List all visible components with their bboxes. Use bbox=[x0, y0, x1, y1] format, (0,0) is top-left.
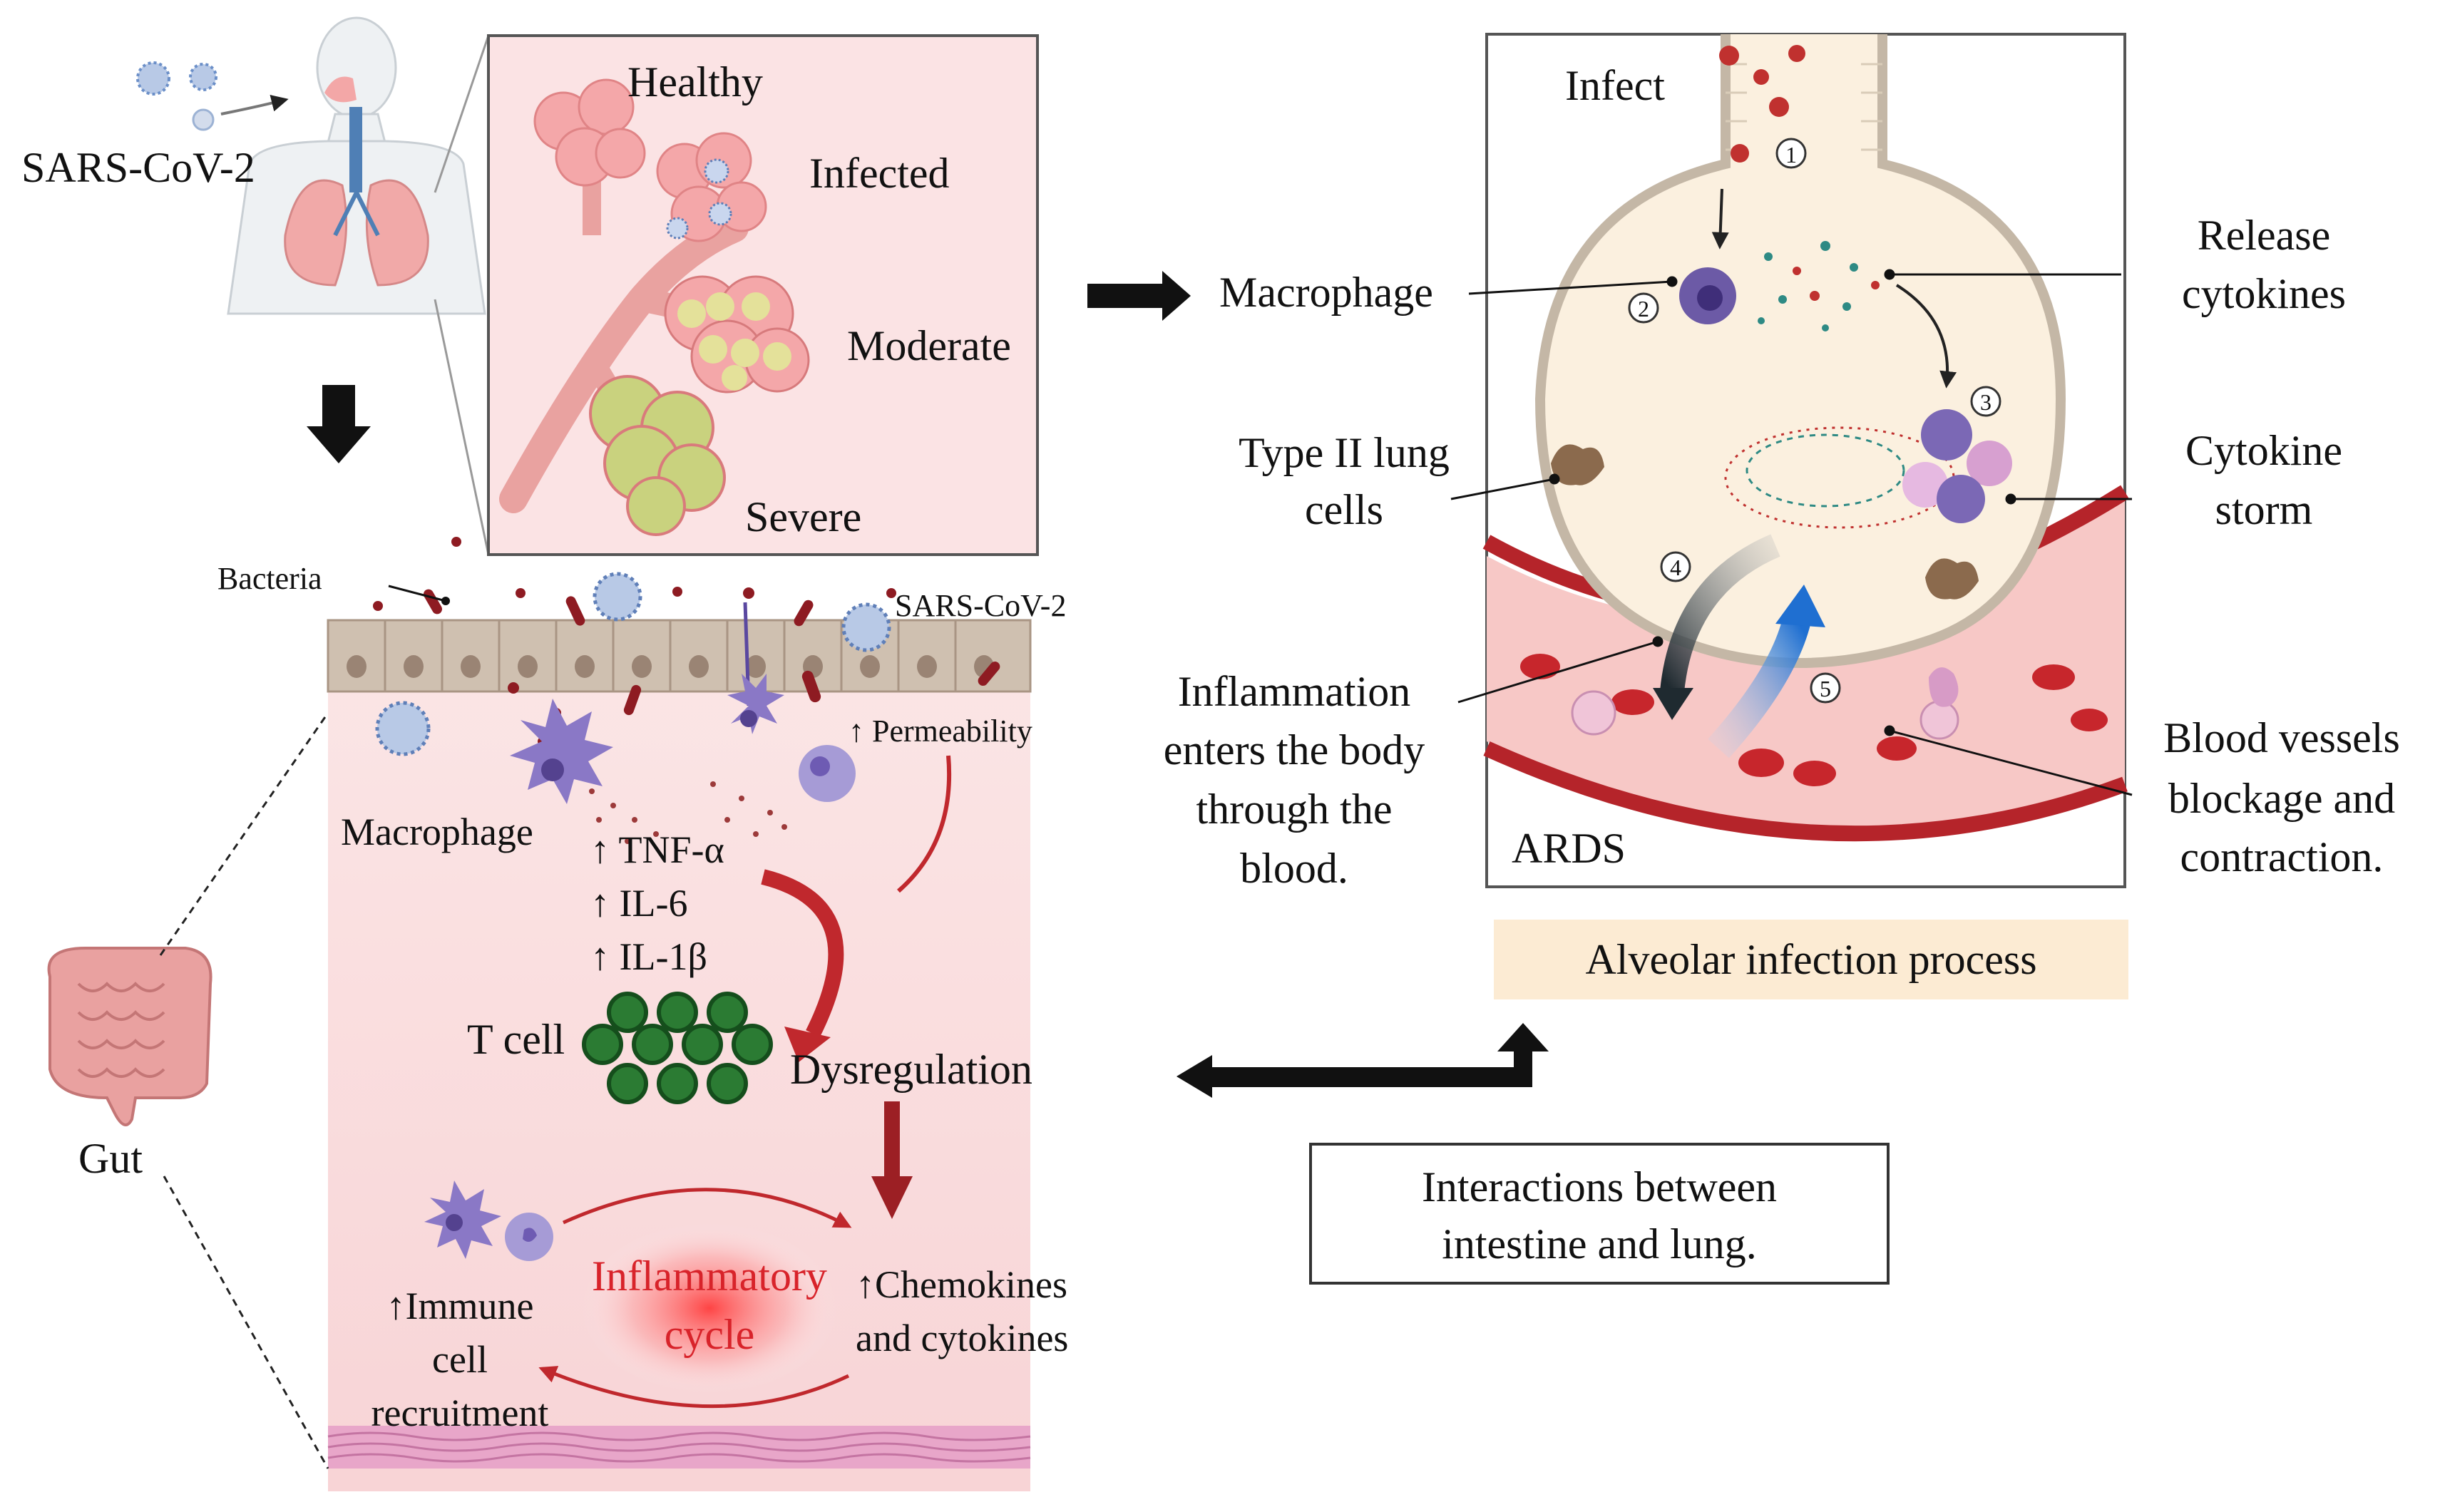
il6-label: ↑ IL-6 bbox=[590, 882, 687, 925]
blood-vessels-line2: blockage and bbox=[2168, 775, 2395, 822]
inflammation-line1: Inflammation bbox=[1178, 668, 1411, 715]
neutrophil-in-vessel bbox=[1929, 667, 1959, 707]
blood-vessels-line3: contraction. bbox=[2180, 833, 2384, 880]
inflammation-line3: through the bbox=[1196, 786, 1393, 833]
permeability-label: ↑ Permeability bbox=[849, 714, 1032, 749]
macrophage-label-gut: Macrophage bbox=[341, 811, 533, 853]
cytokine-storm-line1: Cytokine bbox=[2185, 427, 2342, 474]
red-blood-cells bbox=[1520, 654, 2108, 786]
step-badge-5: 5 bbox=[1810, 672, 1841, 704]
sars-virus-gut bbox=[375, 572, 891, 756]
infect-label: Infect bbox=[1565, 62, 1665, 109]
inflammatory-cycle-line2: cycle bbox=[665, 1311, 755, 1358]
macrophage-label-alveolar: Macrophage bbox=[1219, 269, 1433, 316]
healthy-alveoli bbox=[533, 78, 646, 187]
inflammation-line2: enters the body bbox=[1164, 726, 1425, 773]
release-cytokines-line1: Release bbox=[2198, 212, 2331, 259]
interaction-arrow bbox=[1177, 1023, 1549, 1098]
cytokine-storm-cells bbox=[1724, 409, 2012, 529]
alveolar-caption-text: Alveolar infection process bbox=[1585, 936, 2036, 983]
inflammation-line4: blood. bbox=[1240, 845, 1348, 892]
sars-label-gut: SARS-CoV-2 bbox=[895, 588, 1066, 623]
moderate-alveoli bbox=[664, 275, 810, 394]
tnf-label: ↑ TNF-α bbox=[590, 828, 724, 871]
virus-particles-inhaled bbox=[136, 61, 289, 131]
type2-line2: cells bbox=[1305, 486, 1383, 533]
moderate-label: Moderate bbox=[847, 322, 1011, 369]
interactions-line2: intestine and lung. bbox=[1442, 1220, 1757, 1267]
svg-text:3: 3 bbox=[1980, 389, 1992, 415]
step-badge-3: 3 bbox=[1970, 386, 2001, 417]
alveoli-stages-panel: Healthy Infected Moderate Severe bbox=[434, 34, 1039, 556]
svg-text:5: 5 bbox=[1820, 676, 1831, 701]
cytokine-dots-gut bbox=[589, 781, 787, 844]
immune-cells bbox=[424, 1181, 553, 1261]
monocyte-cell bbox=[799, 745, 856, 802]
dysregulation-label: Dysregulation bbox=[790, 1046, 1032, 1093]
inflammatory-cycle-line1: Inflammatory bbox=[592, 1253, 827, 1300]
immune-line2: cell bbox=[432, 1338, 488, 1381]
interactions-box: Interactions between intestine and lung. bbox=[1309, 1143, 1890, 1285]
immune-line1: ↑Immune bbox=[386, 1285, 534, 1327]
blood-vessels-line1: Blood vessels bbox=[2163, 714, 2400, 761]
step-badge-2: 2 bbox=[1628, 292, 1659, 324]
interactions-line1: Interactions between bbox=[1422, 1163, 1777, 1210]
svg-text:2: 2 bbox=[1638, 296, 1649, 322]
gut-panel bbox=[327, 537, 1032, 1491]
infected-label: Infected bbox=[809, 150, 950, 197]
trachea bbox=[349, 107, 362, 192]
severe-label: Severe bbox=[745, 493, 861, 540]
right-arrow-icon bbox=[1087, 271, 1191, 321]
bacteria-label: Bacteria bbox=[217, 561, 322, 596]
healthy-label: Healthy bbox=[627, 58, 763, 106]
virus-particles bbox=[1719, 45, 1805, 163]
step-badge-4: 4 bbox=[1660, 551, 1691, 582]
release-cytokines-line2: cytokines bbox=[2182, 270, 2346, 317]
type2-line1: Type II lung bbox=[1239, 429, 1450, 476]
cytokine-dots bbox=[1758, 241, 1880, 331]
step-badge-1: 1 bbox=[1775, 138, 1807, 169]
svg-text:4: 4 bbox=[1670, 555, 1681, 580]
il1b-label: ↑ IL-1β bbox=[590, 935, 707, 978]
immune-line3: recruitment bbox=[371, 1392, 549, 1434]
alveolar-caption: Alveolar infection process bbox=[1494, 920, 2128, 999]
intestinal-epithelium bbox=[327, 619, 1032, 693]
tcell-label: T cell bbox=[467, 1016, 565, 1063]
chemokines-line2: and cytokines bbox=[856, 1317, 1068, 1359]
macrophage-gut bbox=[510, 699, 613, 804]
down-arrow-icon bbox=[307, 385, 371, 463]
macrophage-cell bbox=[1679, 267, 1736, 324]
severe-alveoli bbox=[589, 375, 726, 536]
infected-alveoli bbox=[656, 132, 767, 242]
svg-text:1: 1 bbox=[1785, 142, 1797, 168]
dendritic-cell bbox=[727, 602, 784, 734]
t-cell-cluster bbox=[582, 992, 773, 1104]
sars-cov-2-label: SARS-CoV-2 bbox=[21, 144, 255, 191]
chemokines-line1: ↑Chemokines bbox=[856, 1263, 1067, 1306]
ards-label: ARDS bbox=[1512, 825, 1626, 872]
type-ii-cells bbox=[1551, 444, 1979, 600]
human-body-illustration bbox=[227, 16, 486, 315]
cytokine-storm-line2: storm bbox=[2215, 486, 2313, 533]
gut-label: Gut bbox=[78, 1135, 143, 1182]
gut-organ-illustration bbox=[47, 947, 212, 1126]
muscle-layer bbox=[327, 1426, 1031, 1469]
alveolar-infection-panel: 1 2 3 4 5 Infect ARDS bbox=[1450, 33, 2133, 888]
